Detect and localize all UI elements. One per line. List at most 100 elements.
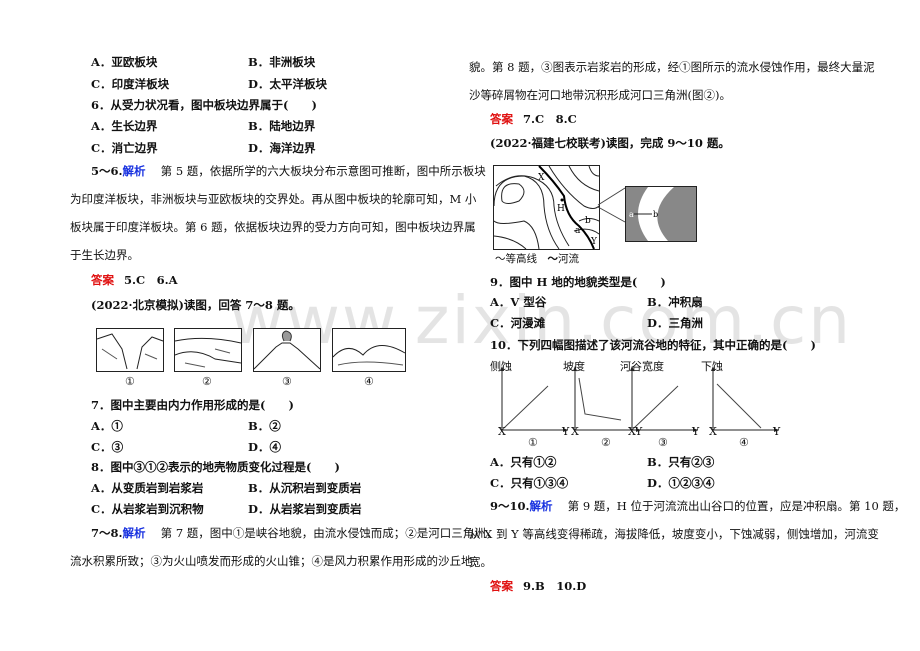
answer-tag: 答案: [91, 273, 114, 287]
q5-option-c: C．印度洋板块: [91, 77, 170, 91]
analysis-7-8: 7～8.解析 第 7 题，图中①是峡谷地貌，由流水侵蚀而成；②是河口三角洲，: [91, 526, 498, 540]
analysis-tag: 解析: [529, 499, 553, 513]
analysis-9-10: 9～10.解析 第 9 题，H 位于河流流出山谷口的位置，应是冲积扇。第 10 …: [490, 499, 906, 513]
analysis-tag: 解析: [122, 526, 146, 540]
q6-option-a: A．生长边界: [91, 119, 158, 133]
q6-option-c: C．消亡边界: [91, 141, 158, 155]
graph-line: [633, 385, 679, 429]
figure-label: ④: [364, 375, 374, 388]
q7-option-c: C．③: [91, 440, 124, 454]
analysis-5-6: 5～6.解析 第 5 题，依据所学的六大板块分布示意图可推断，图中所示板块: [91, 164, 486, 178]
inset-label-b: b: [653, 210, 658, 219]
analysis-line: 宽。: [469, 555, 492, 569]
graph-x-end: Y: [692, 425, 700, 438]
source-9-10: (2022·福建七校联考)读图，完成 9～10 题。: [490, 136, 730, 150]
axis-arrow: [711, 366, 779, 432]
q6-option-b: B．陆地边界: [248, 119, 316, 133]
graph-line: [578, 377, 622, 421]
q7-option-a: A．①: [91, 419, 123, 433]
graph-ylabel: 侧蚀: [490, 360, 512, 373]
map-legend: 〜等高线 〜河流: [495, 253, 579, 265]
graph-4: [711, 366, 779, 432]
graph-x-end: Y: [635, 425, 643, 438]
q9-option-d: D．三角洲: [647, 316, 703, 330]
figure-2-delta: [174, 328, 242, 372]
analysis-line: 第 5 题，依据所学的六大板块分布示意图可推断，图中所示板块: [160, 164, 486, 178]
analysis-line: 于生长边界。: [70, 248, 139, 262]
analysis-line: 貌。第 8 题，③图表示岩浆岩的形成，经①图所示的流水侵蚀作用，最终大量泥: [469, 60, 875, 74]
graph-number: ②: [601, 436, 611, 449]
q5-option-d: D．太平洋板块: [248, 77, 327, 91]
q9-option-b: B．冲积扇: [647, 295, 703, 309]
analysis-tag: 解析: [122, 164, 146, 178]
q8-option-c: C．从岩浆岩到沉积物: [91, 502, 204, 516]
q10-option-a: A．只有①②: [490, 455, 557, 469]
q9-option-c: C．河漫滩: [490, 316, 546, 330]
figure-label: ①: [125, 375, 135, 388]
question-7: 7．图中主要由内力作用形成的是( ): [91, 398, 294, 412]
graph-number: ③: [658, 436, 668, 449]
q6-option-d: D．海洋边界: [248, 141, 316, 155]
figure-4-dunes: [332, 328, 406, 372]
figure-3-volcano: [253, 328, 321, 372]
graph-x-start: X: [628, 425, 636, 438]
graph-1: [500, 366, 568, 432]
analysis-line: 为印度洋板块，非洲板块与亚欧板块的交界处。再从图中板块的轮廓可知，M 小: [70, 192, 477, 206]
map-label-a: a: [575, 226, 581, 236]
graph-axes: [501, 368, 568, 431]
q10-option-d: D．①②③④: [647, 476, 715, 490]
graph-x-start: X: [709, 425, 717, 438]
graph-ylabel: 下蚀: [701, 360, 723, 373]
graph-line: [503, 385, 549, 429]
graph-x-end: Y: [562, 425, 570, 438]
map-label-x: X: [538, 173, 545, 183]
question-8: 8．图中③①②表示的地壳物质变化过程是( ): [91, 460, 340, 474]
q9-option-a: A．V 型谷: [490, 295, 547, 309]
graph-x-start: X: [571, 425, 579, 438]
graph-3: [630, 366, 698, 432]
graph-number: ①: [528, 436, 538, 449]
question-9: 9．图中 H 地的地貌类型是( ): [490, 275, 666, 289]
analysis-line: 从 X 到 Y 等高线变得稀疏，海拔降低，坡度变小，下蚀减弱，侧蚀增加，河流变: [469, 527, 879, 541]
q10-option-c: C．只有①③④: [490, 476, 569, 490]
map-label-h: H: [557, 204, 565, 214]
q8-option-a: A．从变质岩到岩浆岩: [91, 481, 204, 495]
graph-x-end: Y: [773, 425, 781, 438]
analysis-line: 板块属于印度洋板块。第 6 题，依据板块边界的受力方向可知，图中板块边界属: [70, 220, 476, 234]
question-10: 10．下列四幅图描述了该河流谷地的特征，其中正确的是( ): [490, 338, 816, 352]
graph-line: [716, 383, 762, 429]
inset-label-a: a: [629, 210, 634, 219]
q5-option-a: A．亚欧板块: [91, 55, 158, 69]
contour-map: X H a b Y: [493, 165, 600, 250]
q8-option-b: B．从沉积岩到变质岩: [248, 481, 362, 495]
figure-1-canyon: [96, 328, 164, 372]
q8-option-d: D．从岩浆岩到变质岩: [248, 502, 362, 516]
q10-option-b: B．只有②③: [647, 455, 715, 469]
q7-option-b: B．②: [248, 419, 281, 433]
map-label-b: b: [585, 216, 591, 226]
graph-ylabel: 坡度: [563, 360, 585, 373]
analysis-line: 沙等碎屑物在河口地带沉积形成河口三角洲(图②)。: [469, 88, 731, 102]
question-6: 6．从受力状况看，图中板块边界属于( ): [91, 98, 317, 112]
graph-x-start: X: [498, 425, 506, 438]
graph-axes: [631, 368, 698, 431]
q7-option-d: D．④: [248, 440, 281, 454]
q5-option-b: B．非洲板块: [248, 55, 316, 69]
figure-label: ③: [282, 375, 292, 388]
analysis-line: 流水积累所致；③为火山喷发而形成的火山锥；④是风力积累作用形成的沙丘地: [70, 554, 473, 568]
graph-axes: [574, 368, 641, 431]
figure-label: ②: [202, 375, 212, 388]
analysis-label: 5～6.: [91, 164, 123, 178]
graph-2: [573, 366, 641, 432]
contour-line-icon: 〜: [495, 253, 506, 265]
graph-axes: [712, 368, 779, 431]
source-7-8: (2022·北京模拟)读图，回答 7～8 题。: [91, 298, 300, 312]
graph-number: ④: [739, 436, 749, 449]
map-label-y: Y: [590, 237, 598, 247]
zoom-connector-lines: [597, 187, 626, 223]
river-icon: 〜: [547, 253, 559, 265]
